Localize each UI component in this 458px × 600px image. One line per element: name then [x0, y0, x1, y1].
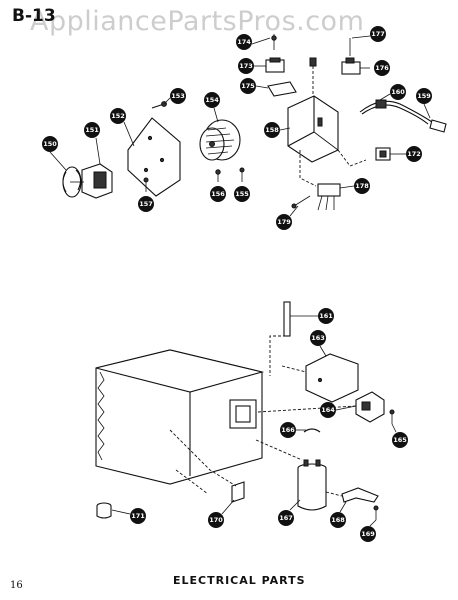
svg-text:173: 173	[239, 62, 253, 70]
callout-170: 170	[208, 512, 224, 528]
svg-text:156: 156	[211, 190, 225, 198]
cabinet-housing-part	[95, 349, 265, 485]
svg-text:169: 169	[361, 530, 375, 538]
callout-177: 177	[370, 26, 386, 42]
svg-text:170: 170	[209, 516, 223, 524]
run-capacitor-part	[297, 459, 327, 511]
svg-text:176: 176	[375, 64, 389, 72]
callout-155: 155	[234, 186, 250, 202]
svg-text:155: 155	[235, 190, 249, 198]
callout-174: 174	[236, 34, 252, 50]
capacitor-strap-part	[341, 487, 379, 503]
svg-text:151: 151	[85, 126, 99, 134]
rotary-switch-part	[265, 57, 285, 73]
callout-163: 163	[310, 330, 326, 346]
callout-164: 164	[320, 402, 336, 418]
svg-text:157: 157	[139, 200, 153, 208]
svg-text:171: 171	[131, 512, 145, 520]
fan-motor-part	[70, 163, 113, 199]
plug-cap-part	[96, 502, 112, 519]
screw-part	[151, 101, 167, 109]
svg-text:160: 160	[391, 88, 405, 96]
mounting-strip-part	[283, 301, 291, 337]
screw-part	[389, 409, 395, 424]
svg-text:177: 177	[371, 30, 385, 38]
power-cord-part	[359, 99, 447, 133]
switch-bracket-part	[267, 81, 297, 97]
callout-167: 167	[278, 510, 294, 526]
svg-text:167: 167	[279, 514, 293, 522]
blower-wheel-part	[199, 119, 241, 161]
callout-176: 176	[374, 60, 390, 76]
section-label: B-13	[12, 6, 56, 26]
callout-153: 153	[170, 88, 186, 104]
callout-165: 165	[392, 432, 408, 448]
callout-171: 171	[130, 508, 146, 524]
callout-179: 179	[276, 214, 292, 230]
svg-text:166: 166	[281, 426, 295, 434]
terminal-block-part	[317, 183, 341, 211]
callout-160: 160	[390, 84, 406, 100]
svg-text:153: 153	[171, 92, 185, 100]
callout-166: 166	[280, 422, 296, 438]
screw-part	[291, 195, 311, 209]
screw-part	[143, 177, 149, 192]
svg-text:178: 178	[355, 182, 369, 190]
callout-168: 168	[330, 512, 346, 528]
callout-157: 157	[138, 196, 154, 212]
svg-text:154: 154	[205, 96, 219, 104]
watermark: AppliancePartsPros.com	[30, 6, 365, 37]
callout-150: 150	[42, 136, 58, 152]
screw-part	[239, 167, 245, 182]
svg-text:163: 163	[311, 334, 325, 342]
screw-part	[271, 34, 277, 50]
nut-part	[215, 169, 221, 182]
motor-bracket-part	[127, 117, 181, 197]
screw-part	[373, 505, 379, 520]
svg-text:158: 158	[265, 126, 279, 134]
svg-text:164: 164	[321, 406, 335, 414]
callout-159: 159	[416, 88, 432, 104]
svg-text:150: 150	[43, 140, 57, 148]
svg-text:152: 152	[111, 112, 125, 120]
cover-plate-part	[305, 353, 359, 403]
svg-text:165: 165	[393, 436, 407, 444]
svg-text:175: 175	[241, 82, 255, 90]
svg-text:159: 159	[417, 92, 431, 100]
callout-175: 175	[240, 78, 256, 94]
svg-text:179: 179	[277, 218, 291, 226]
page-number: 16	[10, 580, 23, 591]
callout-156: 156	[210, 186, 226, 202]
callout-151: 151	[84, 122, 100, 138]
diagram-caption: ELECTRICAL PARTS	[173, 574, 306, 587]
svg-text:168: 168	[331, 516, 345, 524]
callout-172: 172	[406, 146, 422, 162]
callout-158: 158	[264, 122, 280, 138]
callout-154: 154	[204, 92, 220, 108]
clip-part	[303, 428, 321, 433]
svg-text:172: 172	[407, 150, 421, 158]
callout-161: 161	[318, 308, 334, 324]
callout-152: 152	[110, 108, 126, 124]
svg-text:174: 174	[237, 38, 251, 46]
thermostat-part	[341, 38, 361, 75]
callout-173: 173	[238, 58, 254, 74]
callout-178: 178	[354, 178, 370, 194]
control-box-part	[287, 95, 339, 163]
relay-part	[375, 147, 391, 161]
svg-text:161: 161	[319, 312, 333, 320]
callout-169: 169	[360, 526, 376, 542]
ground-bracket-part	[231, 481, 245, 503]
leader-lines	[49, 35, 431, 527]
knob-part	[309, 57, 317, 96]
capacitor-part	[355, 391, 385, 423]
